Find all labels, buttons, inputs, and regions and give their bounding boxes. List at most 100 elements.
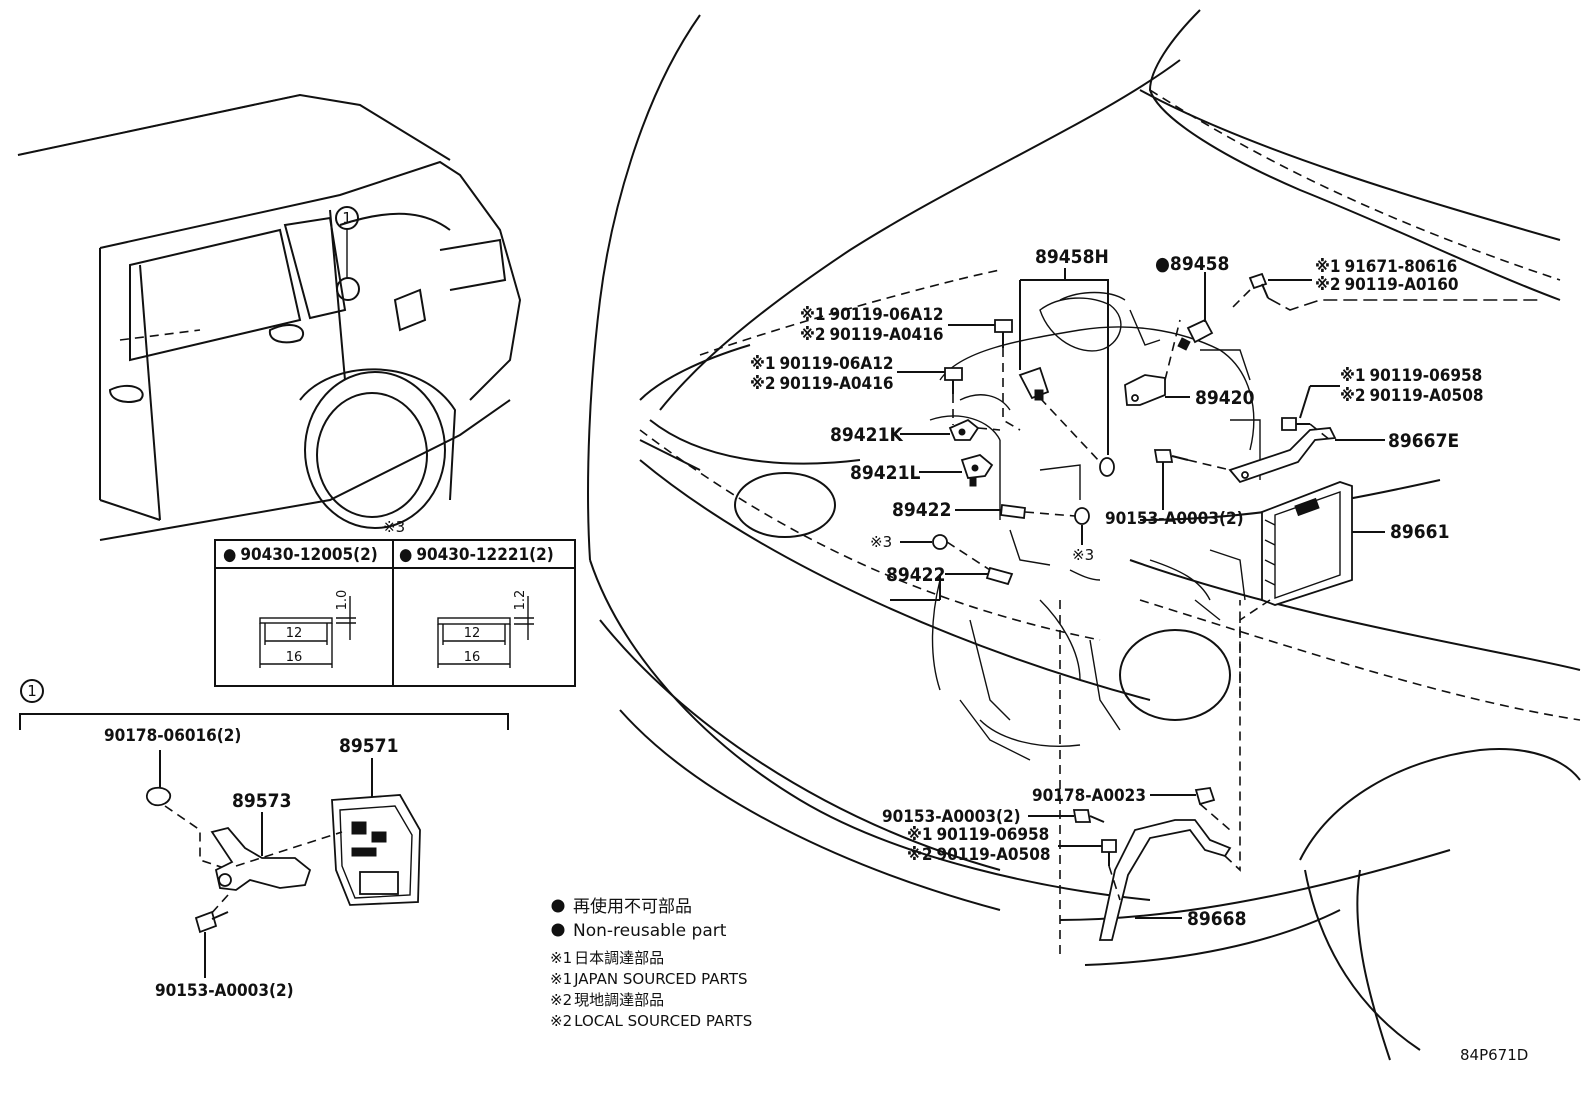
legend-japan-en: JAPAN SOURCED PARTS xyxy=(573,970,747,988)
gasket-note3-right: ※3 xyxy=(1072,546,1094,564)
label-89661: 89661 xyxy=(1390,521,1449,543)
rear-vehicle-illustration: 1 xyxy=(17,93,522,541)
detail-section-1: 1 90178-06016(2) 89571 89573 90153-A0003… xyxy=(19,679,509,1001)
label-90119-a0508-lower: 90119-A0508 xyxy=(937,845,1051,865)
label-90153-a0003-lower: 90153-A0003(2) xyxy=(882,807,1021,827)
label-89422-upper: 89422 xyxy=(892,499,951,521)
label-90119-06958-upper: 90119-06958 xyxy=(1370,366,1483,386)
label-89571: 89571 xyxy=(339,735,398,757)
bolt-90119-06a12-lower-shape xyxy=(944,367,963,394)
engine-bay-illustration xyxy=(587,9,1581,1061)
bracket-89668-shape xyxy=(1098,819,1232,941)
label-89667e: 89667E xyxy=(1388,430,1459,452)
sensor-89422-upper-shape xyxy=(1000,503,1090,525)
gasket-right-drawing: 12 16 1.2 xyxy=(437,590,534,668)
legend-note2-mark: ※2 xyxy=(550,1012,572,1030)
bracket-89667e-shape xyxy=(1228,427,1337,484)
label-89422-lower: 89422 xyxy=(886,564,945,586)
gasket-left-inner: 12 xyxy=(286,626,303,641)
label-91671-80616: 91671-80616 xyxy=(1345,257,1458,277)
note1-mark: ※1 xyxy=(1315,257,1341,277)
label-89573: 89573 xyxy=(232,790,291,812)
legend-local-en: LOCAL SOURCED PARTS xyxy=(574,1012,752,1030)
ecu-89661-shape xyxy=(1261,481,1353,606)
legend-note1-mark: ※1 xyxy=(550,970,572,988)
label-90119-a0160: 90119-A0160 xyxy=(1345,275,1459,295)
note1-mark: ※1 xyxy=(750,354,776,374)
label-89421l: 89421L xyxy=(850,462,920,484)
label-90153-a0003-detail: 90153-A0003(2) xyxy=(155,981,294,1001)
sensor-89422-lower-shape xyxy=(932,534,1014,586)
bolt-90119-06a12-upper-shape xyxy=(994,319,1013,348)
svg-text:●89458: ●89458 xyxy=(1155,253,1229,275)
note2-mark: ※2 xyxy=(800,325,826,345)
sensor-89458-shape xyxy=(1177,318,1214,351)
legend-local-jp: 現地調達部品 xyxy=(574,991,664,1009)
note2-mark: ※2 xyxy=(1340,386,1366,406)
bolt-90119-06958-lower-shape xyxy=(1101,839,1117,866)
gasket-90430-12005: 90430-12005(2) xyxy=(240,545,377,565)
label-90119-06a12-upper: 90119-06A12 xyxy=(830,305,944,325)
detail-callout-number: 1 xyxy=(27,682,37,700)
label-89458: 89458 xyxy=(1170,253,1229,275)
non-reusable-dot: ● xyxy=(399,545,412,565)
label-90119-a0416-upper: 90119-A0416 xyxy=(830,325,944,345)
table-note3: ※3 xyxy=(383,518,405,536)
gasket-90430-12221: 90430-12221(2) xyxy=(416,545,553,565)
legend-non-reusable-jp: 再使用不可部品 xyxy=(573,896,692,917)
label-89668: 89668 xyxy=(1187,908,1246,930)
label-90119-a0508-upper: 90119-A0508 xyxy=(1370,386,1484,406)
diagram-id: 84P671D xyxy=(1460,1046,1528,1064)
gasket-left-outer: 16 xyxy=(286,650,303,665)
label-90153-a0003-main: 90153-A0003(2) xyxy=(1105,509,1244,529)
label-90119-a0416-lower: 90119-A0416 xyxy=(780,374,894,394)
non-reusable-dot: ● xyxy=(1155,253,1170,275)
legend-non-reusable-en: Non-reusable part xyxy=(573,921,727,941)
leader-lines xyxy=(890,268,1540,919)
clip-90178-a0023-shape xyxy=(1194,787,1216,806)
gasket-note3-left: ※3 xyxy=(870,533,892,551)
svg-text:●90430-12005(2): ●90430-12005(2) xyxy=(223,545,378,565)
label-89420: 89420 xyxy=(1195,387,1255,409)
note1-mark: ※1 xyxy=(1340,366,1366,386)
callout-number: 1 xyxy=(342,209,352,227)
gasket-left-drawing: 12 16 1.0 xyxy=(259,590,356,668)
bolt-90153-a0003-main-shape xyxy=(1153,449,1189,463)
legend-japan-jp: 日本調達部品 xyxy=(574,949,664,967)
label-90119-06958-lower: 90119-06958 xyxy=(937,825,1050,845)
gasket-right-inner: 12 xyxy=(464,626,481,641)
bolt-90153-a0003-lower-shape xyxy=(1072,809,1105,823)
svg-text:●90430-12221(2): ●90430-12221(2) xyxy=(399,545,554,565)
note1-mark: ※1 xyxy=(907,825,933,845)
bolt-90119-06958-upper-shape xyxy=(1281,417,1310,431)
label-90119-06a12-lower: 90119-06A12 xyxy=(780,354,894,374)
label-89458h: 89458H xyxy=(1035,246,1109,268)
legend-note2-mark: ※2 xyxy=(550,991,572,1009)
note2-mark: ※2 xyxy=(750,374,776,394)
sensor-89421l-shape xyxy=(960,454,994,487)
gasket-right-thickness: 1.2 xyxy=(513,590,528,611)
note2-mark: ※2 xyxy=(907,845,933,865)
note2-mark: ※2 xyxy=(1315,275,1341,295)
legend-note1-mark: ※1 xyxy=(550,949,572,967)
note1-mark: ※1 xyxy=(800,305,826,325)
component-shapes xyxy=(932,272,1353,941)
gasket-left-thickness: 1.0 xyxy=(335,590,350,611)
